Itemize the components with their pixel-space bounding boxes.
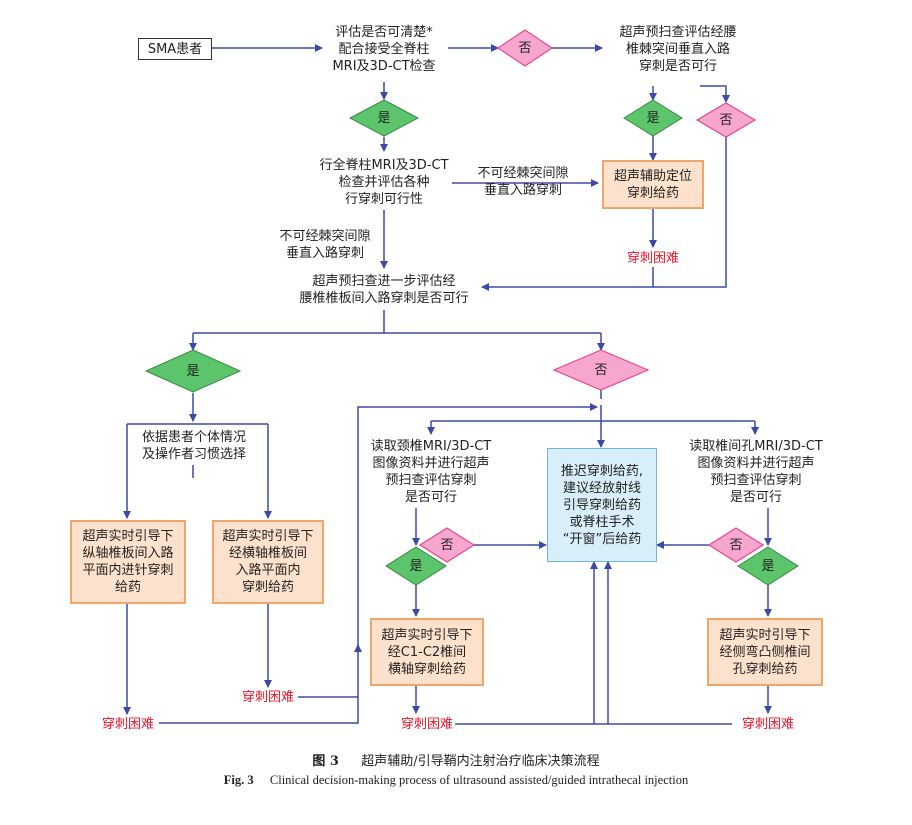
no-diamond-4 (418, 527, 476, 563)
yes-label-5: 是 (761, 559, 775, 574)
cervical-line-1: 读取颈椎MRI/3D-CT (370, 439, 492, 454)
caption-cn-text: 超声辅助/引导鞘内注射治疗临床决策流程 (361, 754, 600, 769)
c1c2-line-3: 横轴穿刺给药 (387, 661, 466, 677)
delay-line-5: “开窗”后给药 (562, 531, 642, 547)
us-locate-line-1: 超声辅助定位 (613, 168, 692, 184)
start-box-sma: SMA患者 (138, 38, 212, 60)
c1c2-line-2: 经C1-C2椎间 (387, 644, 467, 660)
difficult-label-trans: 穿刺困难 (241, 690, 294, 705)
q1-line-1: 评估是否可清楚* (335, 25, 433, 40)
box-ultrasound-assisted-locate: 超声辅助定位 穿刺给药 (602, 160, 704, 209)
yes-label-1: 是 (377, 111, 391, 126)
no-label-1: 否 (518, 41, 532, 56)
foramen-line-4: 是否可行 (729, 490, 782, 505)
no-diamond-3 (552, 349, 650, 391)
yes-diamond-1 (348, 99, 420, 137)
q4-line-1: 超声预扫查进一步评估经 (312, 274, 456, 289)
long-line-3: 平面内进针穿刺 (82, 563, 174, 578)
box-c1-c2-transverse: 超声实时引导下 经C1-C2椎间 横轴穿刺给药 (370, 618, 484, 686)
note-b-line-2: 垂直入路穿刺 (285, 246, 364, 261)
q1-line-2: 配合接受全脊柱 (338, 42, 430, 57)
difficult-label-top: 穿刺困难 (626, 251, 679, 266)
delay-line-2: 建议经放射线 (562, 480, 641, 496)
action-full-spine-mri: 行全脊柱MRI及3D-CT 检查并评估各种 行穿刺可行性 (316, 157, 452, 208)
box-transverse-interlaminar: 超声实时引导下 经横轴椎板间 入路平面内 穿刺给药 (212, 520, 324, 604)
trans-line-1: 超声实时引导下 (222, 529, 314, 544)
box-delay-injection: 推迟穿刺给药, 建议经放射线 引导穿刺给药 或脊柱手术 “开窗”后给药 (547, 448, 657, 562)
yes-diamond-3 (144, 349, 242, 393)
lateral-line-1: 超声实时引导下 (719, 627, 811, 643)
delay-line-4: 或脊柱手术 (569, 514, 635, 530)
yes-label-2: 是 (646, 111, 660, 126)
question-interlaminar-feasible: 超声预扫查进一步评估经 腰椎椎板间入路穿刺是否可行 (284, 273, 484, 307)
no-diamond-1 (496, 29, 554, 67)
note-a-line-1: 不可经棘突间隙 (477, 166, 569, 181)
yes-label-4: 是 (409, 559, 423, 574)
q3-line-1: 行全脊柱MRI及3D-CT (319, 158, 449, 173)
yes-diamond-5 (737, 546, 799, 586)
difficult-label-long: 穿刺困难 (101, 717, 154, 732)
long-line-4: 给药 (114, 580, 141, 595)
trans-line-4: 穿刺给药 (241, 580, 294, 595)
question-cervical-mri: 读取颈椎MRI/3D-CT 图像资料并进行超声 预扫查评估穿刺 是否可行 (362, 438, 500, 506)
figure-caption-en: Fig. 3 Clinical decision-making process … (0, 773, 912, 788)
no-label-4: 否 (440, 538, 454, 553)
note-b-line-1: 不可经棘突间隙 (279, 229, 371, 244)
delay-line-1: 推迟穿刺给药, (560, 463, 644, 479)
q2-line-1: 超声预扫查评估经腰 (619, 25, 737, 40)
foramen-line-2: 图像资料并进行超声 (697, 456, 815, 471)
foramen-line-1: 读取椎间孔MRI/3D-CT (689, 439, 823, 454)
yes-label-3: 是 (186, 364, 200, 379)
choice-line-1: 依据患者个体情况 (141, 430, 246, 445)
delay-line-3: 引导穿刺给药 (562, 497, 641, 513)
long-line-1: 超声实时引导下 (82, 529, 174, 544)
q2-line-2: 椎棘突间垂直入路 (625, 42, 730, 57)
no-diamond-5 (707, 527, 765, 563)
caption-cn-prefix: 图 3 (312, 754, 339, 769)
us-locate-line-2: 穿刺给药 (626, 185, 679, 201)
caption-en-prefix: Fig. 3 (223, 773, 254, 787)
question-lumbar-spinous: 超声预扫查评估经腰 椎棘突间垂直入路 穿刺是否可行 (603, 24, 753, 75)
foramen-line-3: 预扫查评估穿刺 (710, 473, 802, 488)
no-diamond-2 (695, 102, 757, 138)
box-lateral-foramen: 超声实时引导下 经侧弯凸侧椎间 孔穿刺给药 (707, 618, 823, 686)
difficult-label-c1c2: 穿刺困难 (400, 717, 453, 732)
figure-caption-cn: 图 3 超声辅助/引导鞘内注射治疗临床决策流程 (0, 750, 912, 769)
cervical-line-4: 是否可行 (404, 490, 457, 505)
caption-en-text: Clinical decision-making process of ultr… (269, 773, 689, 787)
lateral-line-3: 孔穿刺给药 (732, 661, 798, 677)
choice-by-patient-operator: 依据患者个体情况 及操作者习惯选择 (133, 429, 255, 463)
q3-line-2: 检查并评估各种 (338, 175, 430, 190)
c1c2-line-1: 超声实时引导下 (381, 627, 473, 643)
long-line-2: 纵轴椎板间入路 (82, 546, 174, 561)
question-foramen-mri: 读取椎间孔MRI/3D-CT 图像资料并进行超声 预扫查评估穿刺 是否可行 (683, 438, 829, 506)
note-spinous-not-feasible-2: 不可经棘突间隙 垂直入路穿刺 (270, 228, 380, 262)
q3-line-3: 行穿刺可行性 (344, 192, 423, 207)
trans-line-2: 经横轴椎板间 (228, 546, 307, 561)
question-mri-eligibility: 评估是否可清楚* 配合接受全脊柱 MRI及3D-CT检查 (322, 24, 446, 75)
choice-line-2: 及操作者习惯选择 (141, 447, 246, 462)
q2-line-3: 穿刺是否可行 (638, 59, 717, 74)
note-spinous-not-feasible-1: 不可经棘突间隙 垂直入路穿刺 (463, 165, 583, 199)
lateral-line-2: 经侧弯凸侧椎间 (719, 644, 811, 660)
box-longitudinal-interlaminar: 超声实时引导下 纵轴椎板间入路 平面内进针穿刺 给药 (70, 520, 186, 604)
trans-line-3: 入路平面内 (235, 563, 301, 578)
no-label-5: 否 (729, 538, 743, 553)
no-label-3: 否 (594, 363, 608, 378)
no-label-2: 否 (719, 113, 733, 128)
q4-line-2: 腰椎椎板间入路穿刺是否可行 (299, 291, 469, 306)
yes-diamond-2 (623, 99, 683, 137)
note-a-line-2: 垂直入路穿刺 (483, 183, 562, 198)
difficult-label-lateral: 穿刺困难 (741, 717, 794, 732)
cervical-line-2: 图像资料并进行超声 (372, 456, 490, 471)
cervical-line-3: 预扫查评估穿刺 (385, 473, 477, 488)
yes-diamond-4 (385, 546, 447, 586)
q1-line-3: MRI及3D-CT检查 (332, 59, 436, 74)
